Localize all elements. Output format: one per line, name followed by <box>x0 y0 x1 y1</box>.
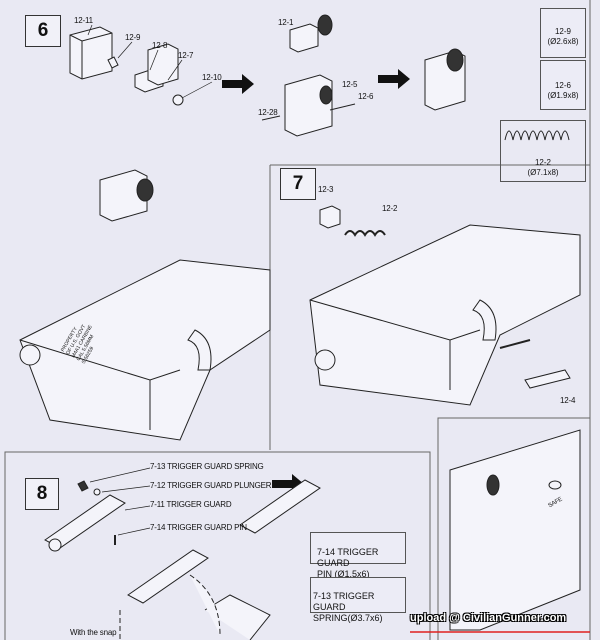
part-label: 12-11 <box>74 16 93 25</box>
part-label: 12-3 <box>318 185 334 194</box>
part-label: 12-1 <box>278 18 294 27</box>
spring-spec-12-9: 12-9 (Ø2.6x8) <box>540 8 586 58</box>
part-label: 12-28 <box>258 108 278 117</box>
part-label: 12-6 <box>358 92 374 101</box>
part-label: 12-2 <box>382 204 398 213</box>
panel-borders <box>4 0 591 640</box>
step-8-badge: 8 <box>25 478 59 510</box>
spec-size: (Ø7.1x8) <box>527 168 559 177</box>
part-label: 12-8 <box>152 41 168 50</box>
part-label: 7-14 TRIGGER GUARD PIN <box>150 523 247 532</box>
part-label: 12-5 <box>342 80 358 89</box>
spring-spec-7-13: 7-13 TRIGGER GUARD SPRING(Ø3.7x6) <box>310 577 406 623</box>
part-label: 12-10 <box>202 73 222 82</box>
spec-line: 7-13 TRIGGER GUARD <box>313 591 375 612</box>
spec-part: 12-6 <box>554 81 571 90</box>
spec-part: 12-9 <box>554 27 571 36</box>
pin-spec-7-14: 7-14 TRIGGER GUARD PIN (Ø1.5x6) <box>310 532 406 579</box>
part-label: 12-9 <box>125 33 141 42</box>
spec-size: (Ø2.6x8) <box>547 37 579 46</box>
spec-size: (Ø1.9x8) <box>547 91 579 100</box>
spec-line: PIN (Ø1.5x6) <box>317 569 370 579</box>
step-7-badge: 7 <box>280 168 316 200</box>
part-label: 12-4 <box>560 396 576 405</box>
part-label: 7-12 TRIGGER GUARD PLUNGER <box>150 481 272 490</box>
part-label: 7-11 TRIGGER GUARD <box>150 500 232 509</box>
lower-receiver-closeup <box>449 429 581 631</box>
lower-receiver-right <box>309 205 581 406</box>
step6-parts <box>69 14 466 222</box>
lower-receiver-left <box>19 259 271 441</box>
spec-line: 7-14 TRIGGER GUARD <box>317 547 379 568</box>
part-label: 12-7 <box>178 51 194 60</box>
leader-lines <box>87 24 213 536</box>
spring-spec-12-2: 12-2 (Ø7.1x8) <box>500 120 586 182</box>
watermark: upload @ CivilianGunner.com <box>410 612 567 624</box>
step8-parts <box>44 479 321 640</box>
instruction-note: With the snap <box>70 628 117 637</box>
spec-part: 12-2 <box>534 158 551 167</box>
spring-spec-12-6: 12-6 (Ø1.9x8) <box>540 60 586 110</box>
spec-line: SPRING(Ø3.7x6) <box>313 613 383 623</box>
part-label: 7-13 TRIGGER GUARD SPRING <box>150 462 264 471</box>
step-6-badge: 6 <box>25 15 61 47</box>
